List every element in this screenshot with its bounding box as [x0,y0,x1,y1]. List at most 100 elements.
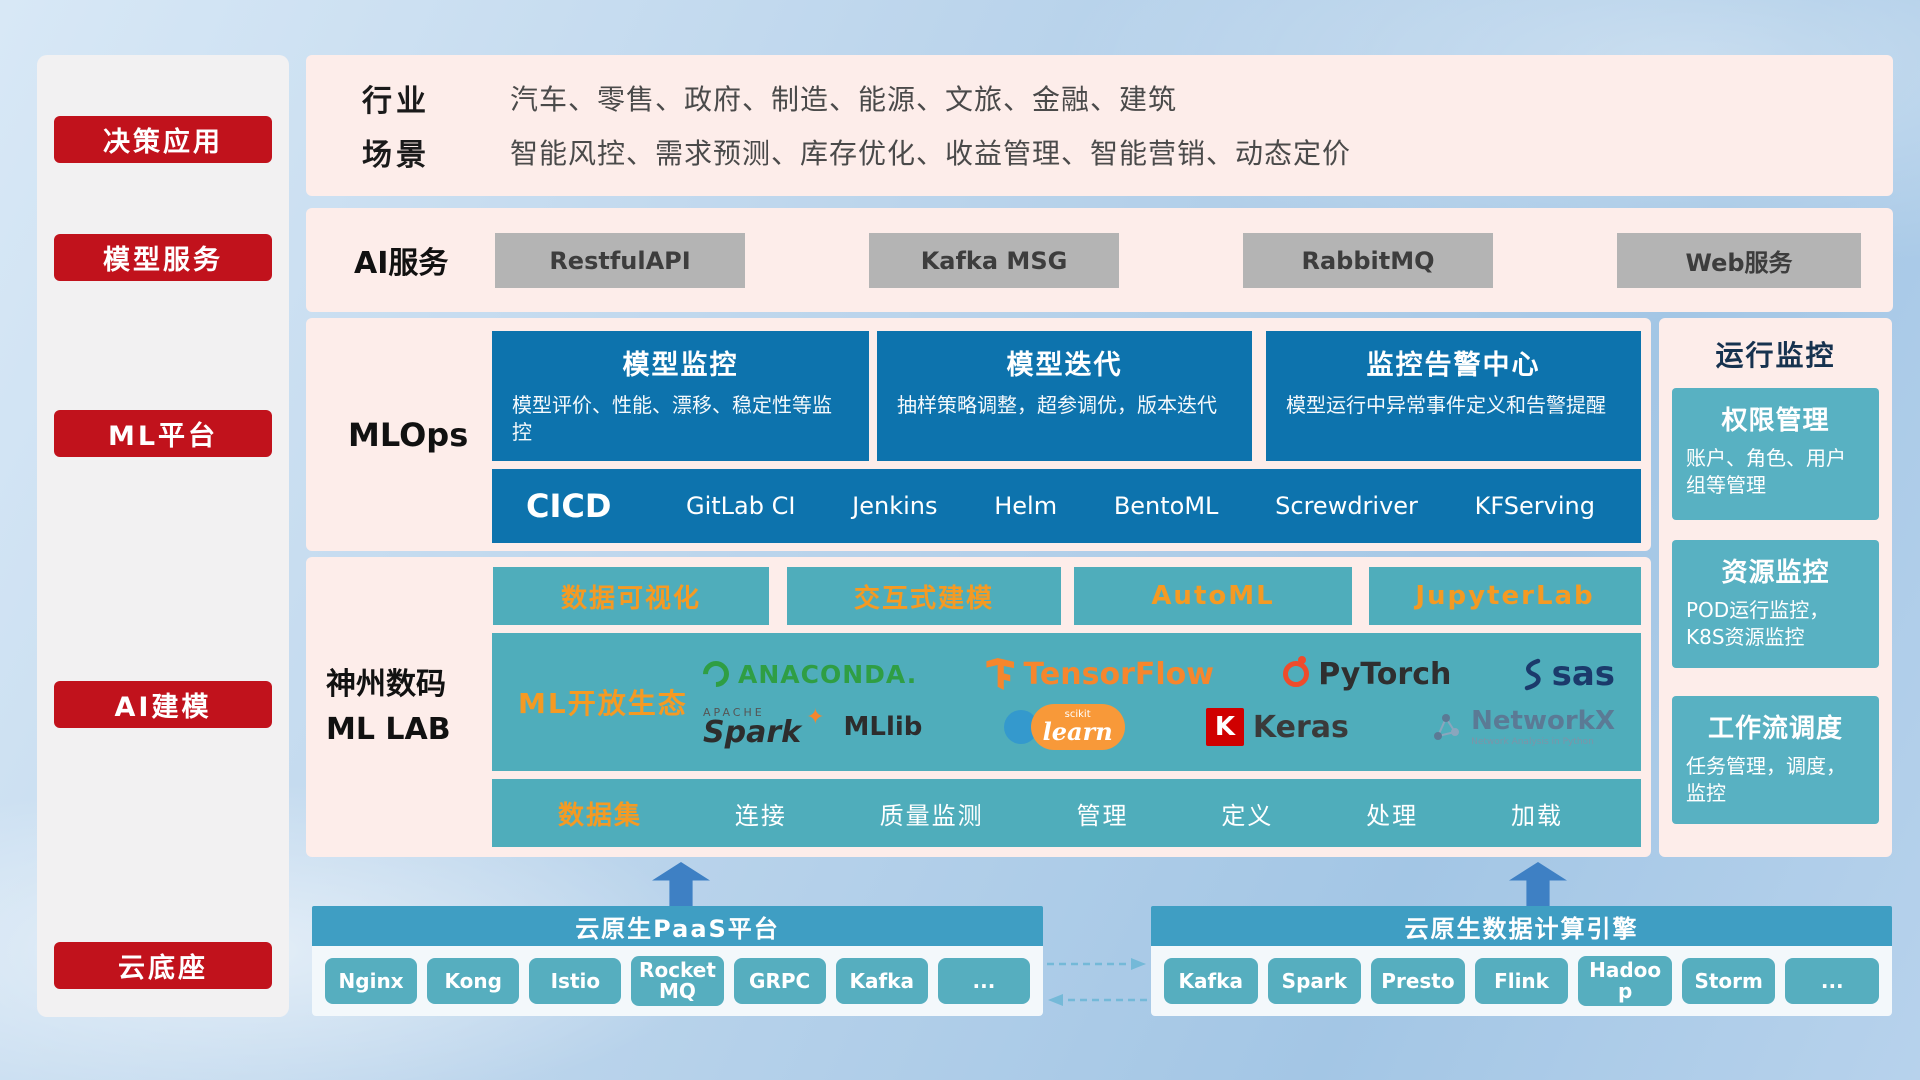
ecosystem-row-2: APACHE Spark MLlib scikit learn [703,704,1615,750]
sas-swirl-icon [1524,658,1541,691]
sidebar-item-ml-platform[interactable]: ML平台 [54,410,272,457]
ml-lab-label-line1: 神州数码 [326,667,446,702]
left-sidebar: 决策应用 模型服务 ML平台 AI建模 云底座 [37,55,289,1017]
pytorch-logo: PyTorch [1283,656,1452,692]
arrowhead-left-icon [1048,994,1063,1006]
scikit-learn-blob-icon: scikit learn [1030,704,1125,750]
scikit-learn-logo: scikit learn [1003,704,1125,750]
cicd-item-screwdriver: Screwdriver [1275,492,1418,520]
scenario-value: 智能风控、需求预测、库存优化、收益管理、智能营销、动态定价 [510,137,1352,170]
dataset-item-load: 加载 [1510,801,1563,830]
kong-chip[interactable]: Kong [427,958,520,1004]
networkx-label: NetworkX [1471,705,1615,736]
industry-value: 汽车、零售、政府、制造、能源、文旅、金融、建筑 [510,83,1178,116]
kafka-engine-chip[interactable]: Kafka [1164,958,1258,1004]
workflow-scheduling-desc: 任务管理，调度，监控 [1686,754,1846,805]
data-engine-tray: Kafka Spark Presto Flink Hadoop Storm ..… [1151,946,1892,1016]
runtime-monitoring-title: 运行监控 [1715,339,1836,372]
mllib-wordmark: MLlib [843,712,923,742]
pytorch-icon [1283,656,1310,687]
interactive-modeling-chip[interactable]: 交互式建模 [787,567,1061,625]
sidebar-item-model-services[interactable]: 模型服务 [54,234,272,281]
up-arrow-icon [652,862,710,906]
more-engine-chip[interactable]: ... [1785,958,1880,1004]
hadoop-chip[interactable]: Hadoop [1578,956,1672,1006]
storm-chip[interactable]: Storm [1681,958,1776,1004]
pytorch-wordmark: PyTorch [1318,656,1452,692]
jupyterlab-chip[interactable]: JupyterLab [1369,567,1641,625]
ai-services-panel: AI服务 RestfulAPI Kafka MSG RabbitMQ Web服务 [306,208,1893,312]
dataset-item-quality: 质量监测 [879,801,984,830]
flink-chip[interactable]: Flink [1474,958,1569,1004]
permission-mgmt-desc: 账户、角色、用户组等管理 [1686,446,1846,497]
scikit-label: scikit [1064,709,1091,720]
istio-chip[interactable]: Istio [529,958,622,1004]
kafka-msg-button[interactable]: Kafka MSG [869,233,1119,288]
cicd-item-gitlab-ci: GitLab CI [686,492,796,520]
alert-center-desc: 模型运行中异常事件定义和告警提醒 [1286,393,1606,417]
cicd-items: GitLab CI Jenkins Helm BentoML Screwdriv… [686,492,1607,520]
rabbitmq-button[interactable]: RabbitMQ [1243,233,1493,288]
ml-ecosystem-label: ML开放生态 [518,687,688,720]
cicd-label: CICD [526,487,612,525]
ecosystem-row-1: ANACONDA. TensorFlow PyTorch sa [697,654,1615,694]
spark-engine-chip[interactable]: Spark [1267,958,1362,1004]
anaconda-icon [697,655,735,693]
tensorflow-icon [986,658,1015,690]
alert-center-title: 监控告警中心 [1366,350,1541,381]
data-visualization-chip[interactable]: 数据可视化 [493,567,769,625]
model-monitoring-title: 模型监控 [622,350,739,381]
cicd-item-jenkins: Jenkins [852,492,938,520]
spark-mllib-logo: APACHE Spark MLlib [703,707,922,748]
model-monitoring-desc: 模型评价、性能、漂移、稳定性等监控 [512,393,832,444]
model-iteration-card: 模型迭代 抽样策略调整，超参调优，版本迭代 [877,331,1252,461]
networkx-icon [1434,713,1460,740]
more-chip[interactable]: ... [937,958,1030,1004]
model-iteration-desc: 抽样策略调整，超参调优，版本迭代 [897,393,1217,417]
keras-icon: K [1205,708,1244,746]
spark-star-icon [806,705,824,730]
grpc-chip[interactable]: GRPC [733,958,826,1004]
sas-logo: sas [1521,654,1615,694]
anaconda-wordmark: ANACONDA. [738,659,918,689]
industry-row: 行业 汽车、零售、政府、制造、能源、文旅、金融、建筑 [362,71,1893,125]
scenario-label: 场景 [362,138,430,173]
mlops-panel: MLOps 模型监控 模型评价、性能、漂移、稳定性等监控 模型迭代 抽样策略调整… [306,318,1651,551]
ai-services-label: AI服务 [354,246,449,281]
kafka-chip[interactable]: Kafka [835,958,928,1004]
sidebar-item-ai-modeling[interactable]: AI建模 [54,681,272,728]
presto-chip[interactable]: Presto [1371,958,1465,1004]
sidebar-item-decision-apps[interactable]: 决策应用 [54,116,272,163]
scenario-row: 场景 智能风控、需求预测、库存优化、收益管理、智能营销、动态定价 [362,125,1893,179]
sas-wordmark: sas [1551,654,1615,694]
learn-label: learn [1042,717,1113,746]
cicd-item-bentoml: BentoML [1113,492,1219,520]
arrowhead-right-icon [1131,958,1146,970]
dataset-item-connect: 连接 [734,801,787,830]
dataset-item-manage: 管理 [1076,801,1129,830]
automl-chip[interactable]: AutoML [1074,567,1352,625]
resource-monitoring-desc: POD运行监控，K8S资源监控 [1686,598,1830,649]
rocketmq-chip[interactable]: RocketMQ [631,956,724,1006]
alert-center-card: 监控告警中心 模型运行中异常事件定义和告警提醒 [1266,331,1641,461]
paas-platform-bar: 云原生PaaS平台 [312,906,1043,946]
ml-ecosystem-box: ML开放生态 ANACONDA. TensorFlow PyTorch [492,633,1641,771]
restful-api-button[interactable]: RestfulAPI [495,233,745,288]
dataset-item-define: 定义 [1221,801,1274,830]
sidebar-item-cloud-base[interactable]: 云底座 [54,942,272,989]
ml-lab-label-line2: ML LAB [326,712,451,747]
ml-lab-panel: 神州数码 ML LAB 数据可视化 交互式建模 AutoML JupyterLa… [306,557,1651,857]
keras-wordmark: Keras [1252,709,1349,745]
apache-label: APACHE [703,705,765,719]
model-iteration-title: 模型迭代 [1006,350,1123,381]
nginx-chip[interactable]: Nginx [325,958,418,1004]
industry-scenario-panel: 行业 汽车、零售、政府、制造、能源、文旅、金融、建筑 场景 智能风控、需求预测、… [306,55,1893,196]
data-engine-bar: 云原生数据计算引擎 [1151,906,1892,946]
workflow-scheduling-card: 工作流调度 任务管理，调度，监控 [1672,696,1879,824]
model-monitoring-card: 模型监控 模型评价、性能、漂移、稳定性等监控 [492,331,869,461]
dashed-connection-arrows [1047,958,1147,1006]
web-service-button[interactable]: Web服务 [1617,233,1861,288]
tensorflow-logo: TensorFlow [986,657,1214,692]
keras-logo: K Keras [1205,708,1349,746]
